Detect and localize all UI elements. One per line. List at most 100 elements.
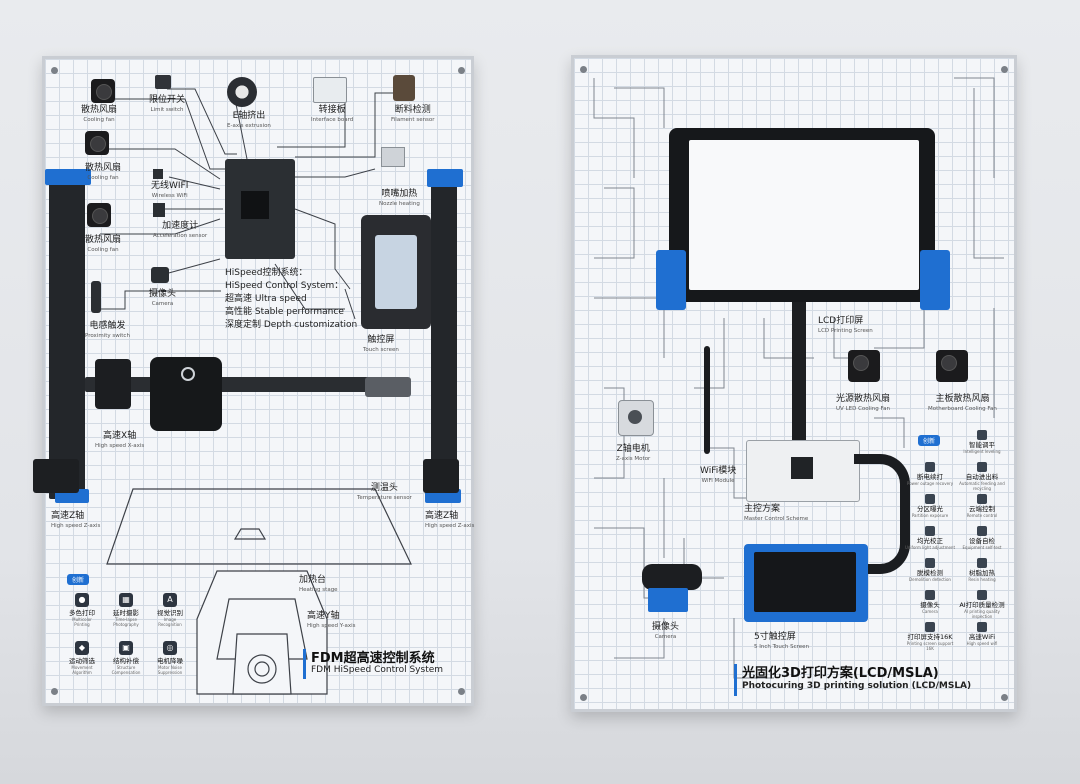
board-title-lcd: 光固化3D打印方案(LCD/MSLA) xyxy=(742,666,939,681)
extrusion-gear xyxy=(227,77,257,107)
detect-icon xyxy=(925,558,935,568)
title-accent-bar-right xyxy=(734,664,737,696)
cooling-fan-3 xyxy=(87,203,111,227)
ai-icon: A xyxy=(163,593,177,607)
lcd-ribbon-cable xyxy=(792,302,806,442)
proximity-switch xyxy=(91,281,101,313)
power-icon xyxy=(925,462,935,472)
x-axis-rail xyxy=(85,377,405,392)
motion-icon: ◆ xyxy=(75,641,89,655)
innovation-badge-left: 创新 xyxy=(67,574,90,585)
lcd-bracket-right xyxy=(920,250,950,310)
webcam xyxy=(642,564,702,590)
board-subtitle-lcd: Photocuring 3D printing solution (LCD/MS… xyxy=(742,681,972,691)
screw xyxy=(51,688,58,695)
check-icon xyxy=(977,526,987,536)
z-motor-right xyxy=(423,459,459,493)
camera-icon xyxy=(925,590,935,600)
cooling-fan-1 xyxy=(91,79,115,103)
heat-icon xyxy=(977,558,987,568)
screw xyxy=(458,67,465,74)
lcd-printing-screen xyxy=(669,128,935,302)
filament-sensor xyxy=(393,75,415,101)
film-icon: ▦ xyxy=(119,593,133,607)
wifi-icon xyxy=(977,622,987,632)
z-axis-rail-right xyxy=(431,171,457,501)
interface-board xyxy=(313,77,347,103)
control-system-specs: HiSpeed控制系统： HiSpeed Control System： 超高速… xyxy=(225,268,358,330)
lcd-bracket-left xyxy=(656,250,686,310)
wifi-antenna xyxy=(704,346,710,454)
touch-screen xyxy=(361,215,431,329)
light-icon xyxy=(925,526,935,536)
screen-icon xyxy=(925,622,935,632)
screw xyxy=(1001,694,1008,701)
z-axis-bracket-top-left xyxy=(45,169,91,185)
flex-cable xyxy=(854,454,910,574)
ai-icon xyxy=(977,590,987,600)
motherboard-cooling-fan xyxy=(936,350,968,382)
palette-icon: ● xyxy=(75,593,89,607)
grid-icon xyxy=(925,494,935,504)
motor-icon: ◎ xyxy=(163,641,177,655)
touch-screen-frame xyxy=(744,544,868,622)
camera-module xyxy=(151,267,169,283)
accelerometer-chip xyxy=(153,203,165,217)
feed-icon xyxy=(977,462,987,472)
printhead-logo xyxy=(181,367,195,381)
innovation-badge-right: 创新 xyxy=(918,435,941,446)
screw xyxy=(458,688,465,695)
x-axis-end-block xyxy=(365,377,411,397)
leveling-icon xyxy=(977,430,987,440)
cloud-icon xyxy=(977,494,987,504)
limit-switch xyxy=(155,75,171,89)
webcam-mount xyxy=(648,588,688,612)
x-motor-bracket xyxy=(95,359,131,409)
structure-icon: ▣ xyxy=(119,641,133,655)
title-accent-bar-left xyxy=(303,649,306,679)
z-motor-left xyxy=(33,459,79,493)
wifi-chip xyxy=(153,169,163,179)
z-axis-rail-left xyxy=(49,169,85,499)
